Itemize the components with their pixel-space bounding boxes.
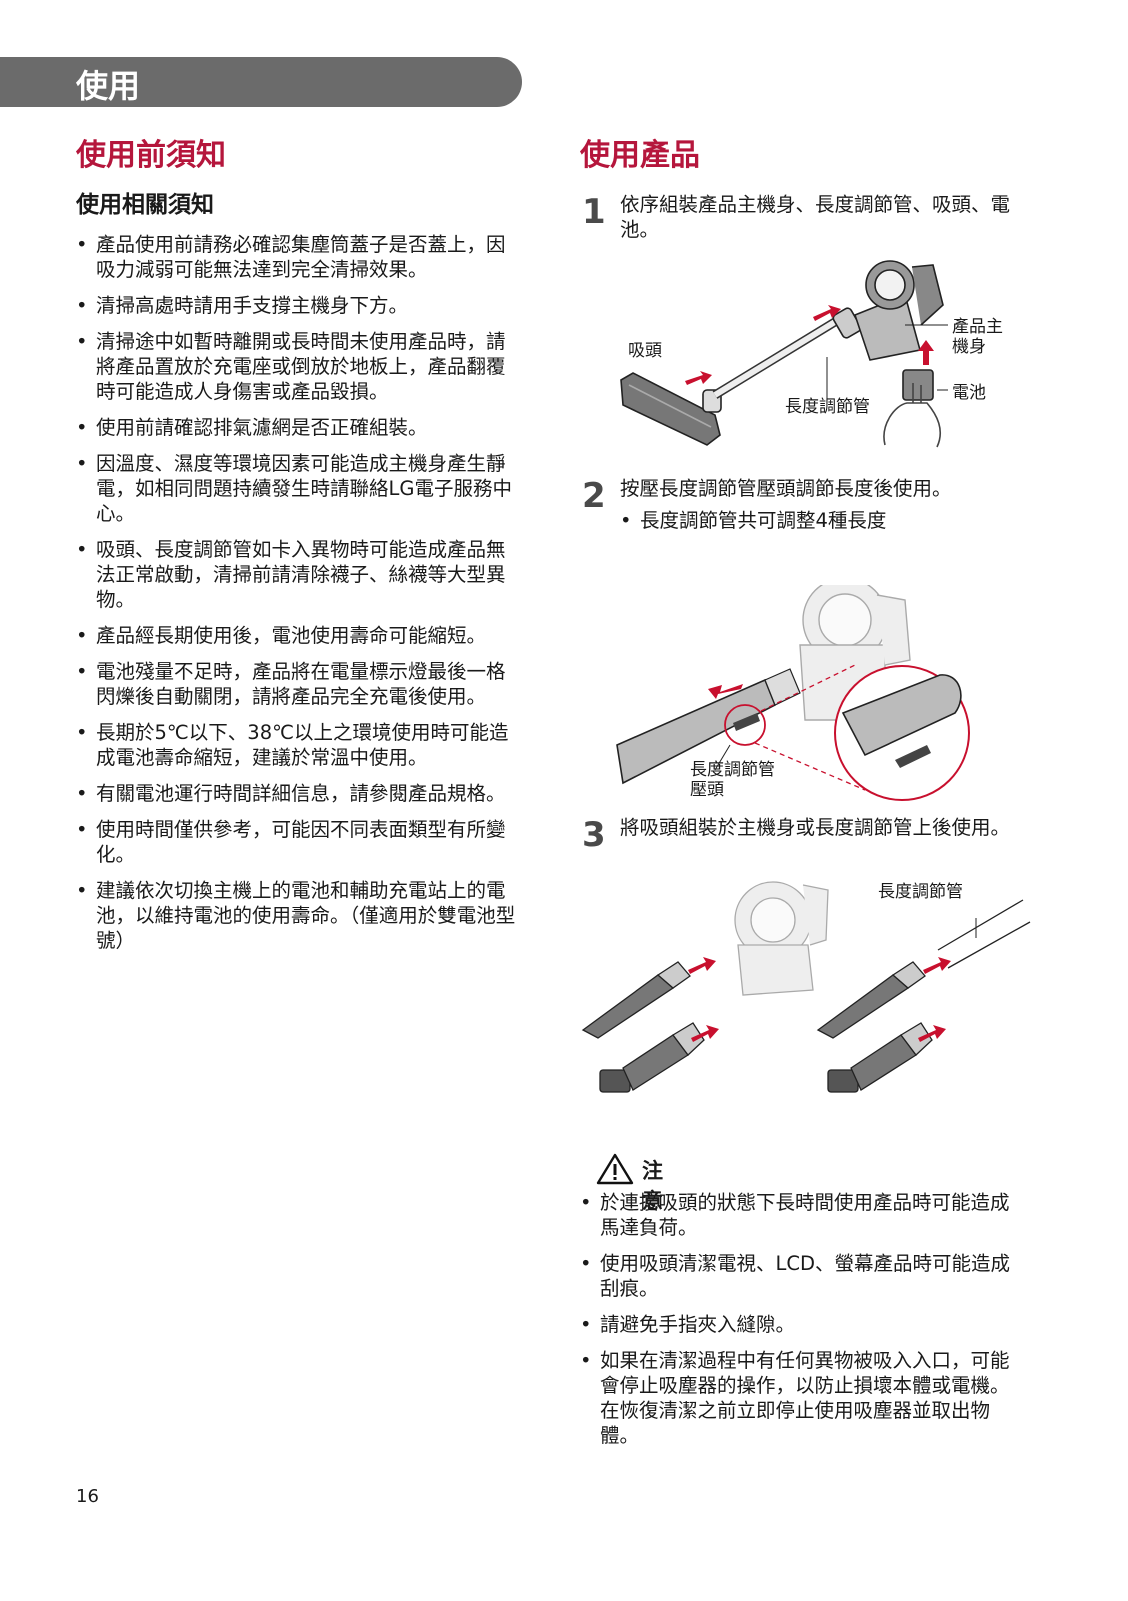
step-text: 按壓長度調節管壓頭調節長度後使用。 [620,477,952,500]
section-banner: 使用 [0,57,522,107]
list-item: 使用吸頭清潔電視、LCD、螢幕產品時可能造成刮痕。 [580,1251,1020,1301]
list-item: 吸頭、長度調節管如卡入異物時可能造成產品無法正常啟動，清掃前請清除襪子、絲襪等大… [76,537,522,612]
list-item: 產品使用前請務必確認集塵筒蓋子是否蓋上，因吸力減弱可能無法達到完全清掃效果。 [76,232,522,282]
list-item: 使用前請確認排氣濾網是否正確組裝。 [76,415,522,440]
step-number: 3 [582,815,606,855]
list-item: 建議依次切換主機上的電池和輔助充電站上的電池，以維持電池的使用壽命。（僅適用於雙… [76,878,522,953]
label-body-line1: 產品主 [952,317,1003,337]
label-attach-tube: 長度調節管 [878,882,963,902]
assembly-illustration [620,260,948,448]
step-2: 2 按壓長度調節管壓頭調節長度後使用。 長度調節管共可調整4種長度 [582,476,1032,541]
label-battery: 電池 [952,383,986,403]
step-number: 2 [582,476,606,516]
list-item: 如果在清潔過程中有任何異物被吸入入口，可能會停止吸塵器的操作，以防止損壞本體或電… [580,1348,1020,1448]
step-1: 1 依序組裝產品主機身、長度調節管、吸頭、電池。 [582,192,1032,252]
list-item: 長期於5℃以下、38℃以上之環境使用時可能造成電池壽命縮短，建議於常溫中使用。 [76,720,522,770]
list-item: 有關電池運行時間詳細信息，請參閱產品規格。 [76,781,522,806]
list-item: 請避免手指夾入縫隙。 [580,1312,1020,1337]
step-text: 將吸頭組裝於主機身或長度調節管上後使用。 [620,816,1011,839]
list-item: 清掃途中如暫時離開或長時間未使用產品時，請將產品置放於充電座或倒放於地板上，產品… [76,329,522,404]
warning-icon [596,1153,634,1185]
length-adjust-illustration [616,585,970,801]
list-item: 清掃高處時請用手支撐主機身下方。 [76,293,522,318]
label-body-line2: 機身 [952,337,986,357]
list-item: 使用時間僅供參考，可能因不同表面類型有所變化。 [76,817,522,867]
left-bullet-list: 產品使用前請務必確認集塵筒蓋子是否蓋上，因吸力減弱可能無法達到完全清掃效果。 清… [76,232,522,964]
list-item: 電池殘量不足時，產品將在電量標示燈最後一格閃爍後自動關閉，請將產品完全充電後使用… [76,659,522,709]
step-number: 1 [582,192,606,232]
section-title: 使用 [76,67,141,105]
list-item: 因溫度、濕度等環境因素可能造成主機身產生靜電，如相同問題持續發生時請聯絡LG電子… [76,451,522,526]
left-subheading: 使用相關須知 [76,192,214,218]
label-adjust-button: 壓頭 [690,780,724,800]
label-adjust-tube: 長度調節管 [690,760,775,780]
right-heading: 使用產品 [580,138,700,173]
left-heading: 使用前須知 [76,138,226,173]
list-item: 於連接吸頭的狀態下長時間使用產品時可能造成馬達負荷。 [580,1190,1020,1240]
list-item: 產品經長期使用後，電池使用壽命可能縮短。 [76,623,522,648]
step-text: 依序組裝產品主機身、長度調節管、吸頭、電池。 [620,193,1011,241]
label-head: 吸頭 [628,341,662,361]
page-number: 16 [76,1486,99,1507]
caution-bullet-list: 於連接吸頭的狀態下長時間使用產品時可能造成馬達負荷。 使用吸頭清潔電視、LCD、… [580,1190,1020,1459]
tool-attachment-illustration [581,881,1031,1093]
label-tube: 長度調節管 [785,397,870,417]
step-3: 3 將吸頭組裝於主機身或長度調節管上後使用。 [582,815,1032,860]
step-subnote: 長度調節管共可調整4種長度 [620,508,1030,533]
